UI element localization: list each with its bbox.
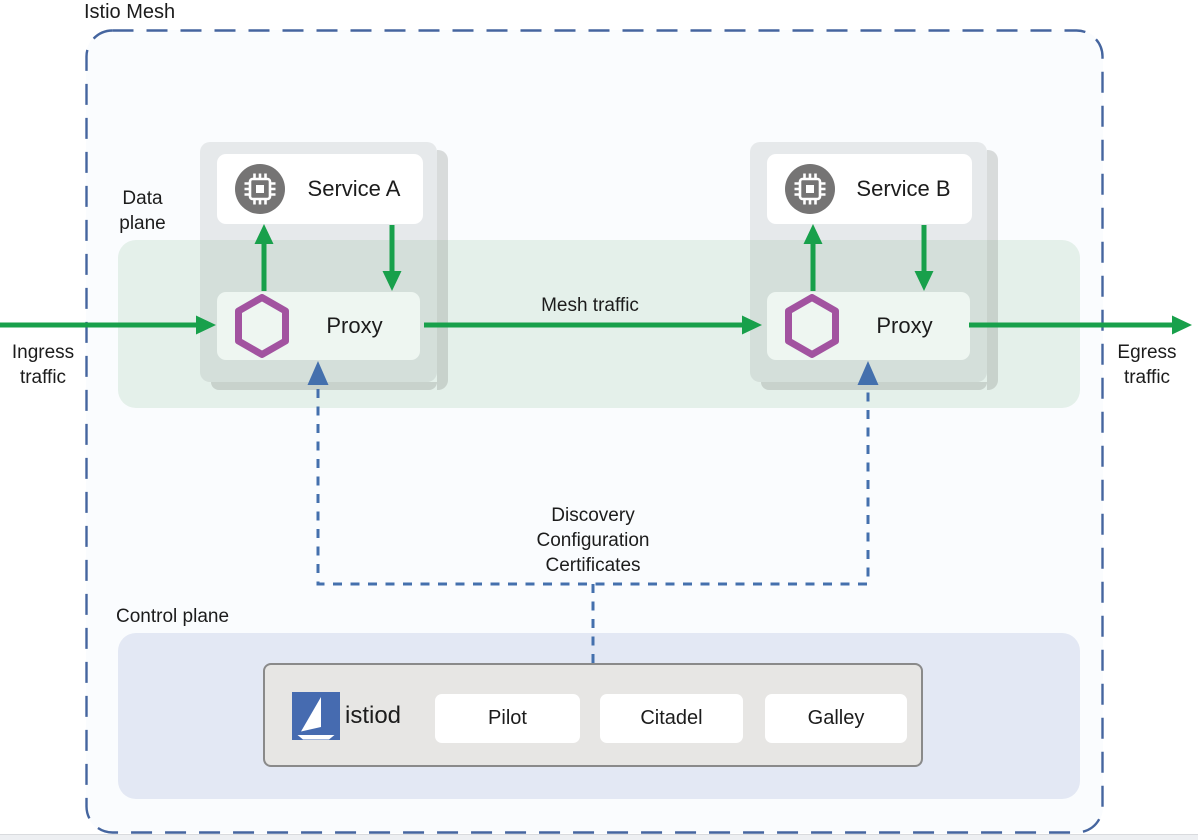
service-a-card-shadow — [211, 382, 437, 390]
proxy-a-label: Proxy — [326, 313, 383, 338]
mesh-title: Istio Mesh — [84, 1, 176, 23]
control-plane-label: Control plane — [116, 606, 230, 627]
mesh-traffic-label: Mesh traffic — [541, 295, 639, 316]
proxy-b-node: Proxy — [767, 292, 970, 360]
service-b-card-shadow — [761, 382, 987, 390]
proxy-a-node: Proxy — [217, 292, 420, 360]
service-b-label: Service B — [856, 176, 951, 201]
egress-traffic-label: Egress traffic — [1117, 342, 1177, 388]
service-a-card-shadow — [437, 150, 448, 390]
service-a-node: Service A — [217, 154, 423, 224]
bottom-edge-strip — [0, 834, 1198, 840]
istiod-label: istiod — [345, 702, 402, 729]
citadel-component: Citadel — [600, 694, 743, 743]
proxy-b-label: Proxy — [876, 313, 933, 338]
cpu-icon — [235, 164, 285, 214]
service-b-node: Service B — [767, 154, 972, 224]
egress-arrowhead — [1172, 315, 1192, 335]
galley-component: Galley — [765, 694, 907, 743]
proxy-hexagon-icon — [785, 294, 839, 358]
ingress-traffic-label: Ingress traffic — [11, 342, 75, 388]
proxy-hexagon-icon — [235, 294, 289, 358]
pilot-component: Pilot — [435, 694, 580, 743]
istiod-node: istiod Pilot Citadel Galley — [263, 663, 923, 767]
istio-sail-logo-icon — [292, 692, 340, 740]
cpu-icon — [785, 164, 835, 214]
data-plane-label: Data plane — [119, 188, 166, 234]
pilot-label: Pilot — [488, 707, 527, 729]
galley-label: Galley — [807, 707, 865, 729]
service-b-card-shadow — [987, 150, 998, 390]
citadel-label: Citadel — [640, 707, 703, 729]
service-a-label: Service A — [307, 176, 401, 201]
config-distribution-label: Discovery Configuration Certificates — [536, 505, 650, 576]
